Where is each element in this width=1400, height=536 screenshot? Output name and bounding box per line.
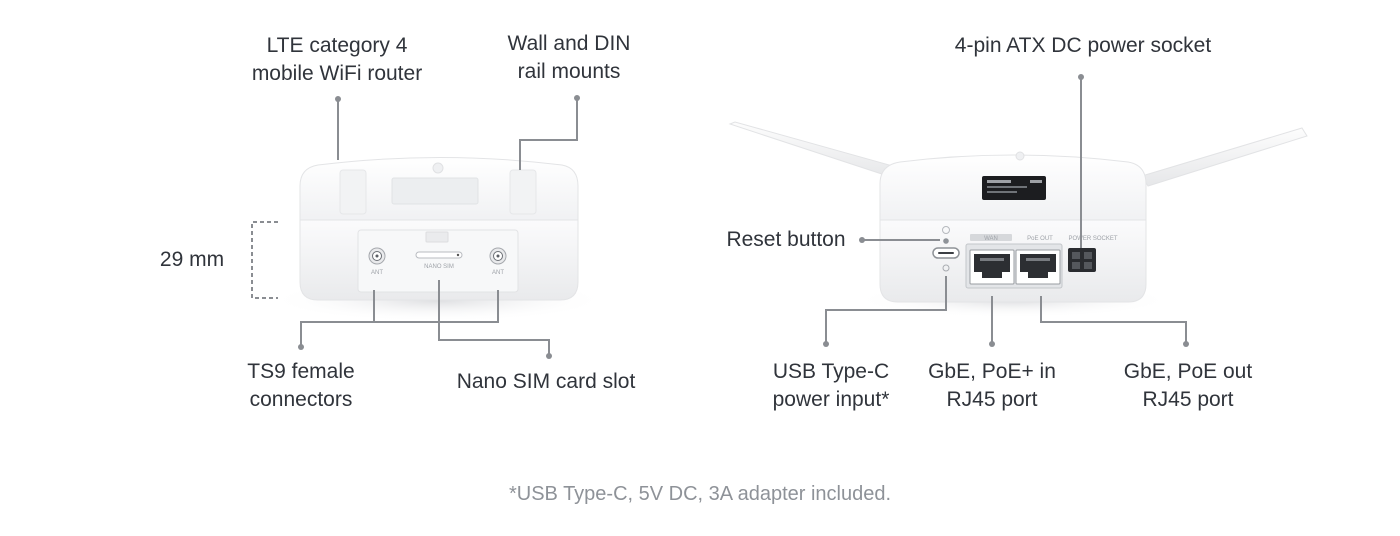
sma-connector-icon [368,247,386,265]
poe-out-label: GbE, PoE out RJ45 port [1123,360,1253,411]
left-device: NANO SIM ANT ANT [268,157,608,322]
ant-left-text: ANT [371,270,383,276]
sim-label: Nano SIM card slot [456,370,636,393]
right-device: WAN PoE OUT POWER SOCKET [728,121,1308,318]
display-screen-icon [982,176,1046,200]
ant-right-text: ANT [492,270,504,276]
mounts-label: Wall and DIN rail mounts [507,32,631,83]
reset-label: Reset button [726,228,846,251]
port2-panel-text: PoE OUT [1027,236,1053,242]
sim-panel-text: NANO SIM [424,264,454,270]
footnote: *USB Type-C, 5V DC, 3A adapter included. [508,483,892,505]
reset-pinhole-icon [942,226,950,244]
connectors-label: TS9 female connectors [247,360,355,411]
left-leader-dots [298,95,580,359]
usb-c-port-icon [932,247,960,259]
rj45-port-icon [1015,249,1061,285]
power-socket-icon [1068,248,1096,272]
height-label: 29 mm [159,248,225,271]
sim-slot-icon [415,251,463,259]
right-leader-dots [823,74,1189,347]
router-label: LTE category 4 mobile WiFi router [251,34,423,85]
sma-connector-icon [489,247,507,265]
socket-panel-text: POWER SOCKET [1068,236,1117,242]
right-leader-lines [825,77,1187,344]
power-socket-label: 4-pin ATX DC power socket [954,34,1212,57]
port1-panel-text: WAN [984,236,998,242]
antenna-icon [728,121,901,179]
rj45-port-icon [969,249,1015,285]
left-leader-lines [251,98,578,356]
antenna-icon [1141,127,1308,187]
usb-label: USB Type-C power input* [772,360,890,411]
poe-in-label: GbE, PoE+ in RJ45 port [928,360,1056,411]
